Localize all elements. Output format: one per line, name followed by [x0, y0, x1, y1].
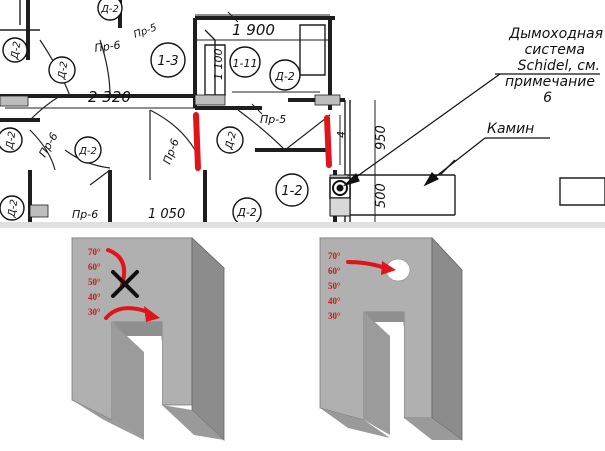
wall-side-face [191, 237, 225, 441]
chimney-callout-line: Schidel, см. [518, 58, 600, 74]
opening-gap [390, 326, 404, 424]
room-marker [269, 59, 301, 91]
temp-label-30: 30° [328, 311, 341, 321]
dimension-lower-vertical: 500 [374, 183, 389, 208]
plan-room-markers [0, 0, 309, 227]
room-label: Д-2 [274, 70, 295, 83]
dimension-bottom-small: 1 050 [148, 207, 185, 222]
wall-diagram-left: 70° 60° 50° 40° 30° [70, 237, 226, 441]
wall-diagram-right: 70° 60° 50° 40° 30° [319, 236, 463, 441]
chimney-symbol [329, 177, 351, 217]
wall-side-face [431, 236, 463, 441]
room-marker [2, 37, 28, 63]
room-label: Д-2 [6, 199, 20, 219]
red-highlight-markers [193, 112, 332, 171]
dimension-right-vertical: 950 [374, 125, 389, 150]
opening-inner-side [112, 322, 144, 440]
chimney-callout-text: Дымоходная система Schidel, см. примечан… [505, 26, 603, 106]
room-label: Д-2 [236, 206, 257, 219]
temp-label-70: 70° [328, 251, 341, 261]
dimension-stub: 4 [335, 131, 348, 138]
partition-label: Пр-6 [72, 208, 98, 221]
room-marker [216, 126, 244, 154]
plan-room-labels: 1-3 1-11 1-2 Д-2 Д-2 Д-2 Д-2 Д-2 Д-2 Д-2… [4, 4, 302, 219]
room-label: 1-11 [233, 57, 258, 70]
chimney-callout-line: Дымоходная [508, 26, 603, 42]
chimney-callout-line: система [525, 42, 585, 58]
airflow-exit-arrow [104, 306, 150, 320]
room-label: Д-2 [224, 130, 239, 151]
dimension-left-small: 1 100 [212, 49, 225, 81]
room-marker [229, 46, 261, 78]
blocked-cross-icon [111, 270, 139, 298]
plan-callouts [342, 73, 600, 187]
floor-plan: 1-3 1-11 1-2 Д-2 Д-2 Д-2 Д-2 Д-2 Д-2 Д-2… [0, 0, 605, 228]
temp-label-50: 50° [328, 281, 341, 291]
room-label: 1-2 [281, 184, 302, 199]
arrowhead-icon [144, 306, 160, 322]
partition-label: Пр-5 [260, 113, 286, 126]
red-marker-right [324, 115, 332, 168]
room-label: Д-2 [56, 61, 70, 81]
dimension-corridor-width: 2 320 [88, 88, 131, 106]
leg-bottom [162, 405, 224, 440]
room-marker [48, 56, 76, 84]
leg-bottom [72, 400, 144, 440]
plan-bottom-edge [0, 222, 605, 228]
opening-lintel [112, 322, 162, 336]
temp-label-60: 60° [328, 266, 341, 276]
temp-label-40: 40° [328, 296, 341, 306]
room-label: Д-2 [9, 41, 23, 61]
room-marker [150, 42, 186, 78]
plan-dimension-labels: 1 900 2 320 1 100 950 500 1 050 4 [88, 21, 389, 222]
leg-bottom [404, 418, 462, 440]
room-marker [74, 136, 102, 164]
fireplace-callout-text: Камин [487, 121, 534, 137]
opening-lintel [364, 312, 404, 322]
room-marker [0, 127, 23, 153]
leg-bottom [320, 408, 390, 438]
room-label: Д-2 [78, 146, 97, 157]
temperature-scale-left: 70° 60° 50° 40° 30° [88, 247, 101, 317]
partition-label: Пр-6 [94, 38, 122, 55]
room-marker [97, 0, 123, 21]
chimney-callout-line: 6 [543, 90, 552, 106]
plan-dimension-lines [5, 11, 400, 222]
room-label: Д-2 [4, 131, 18, 151]
arrowhead-icon [381, 261, 396, 275]
room-marker [0, 195, 25, 221]
temp-label-30: 30° [88, 307, 101, 317]
temp-label-50: 50° [88, 277, 101, 287]
opening-inner-side [364, 312, 390, 435]
temp-label-70: 70° [88, 247, 101, 257]
room-marker [275, 173, 309, 207]
opening-gap [144, 340, 162, 418]
temperature-scale-right: 70° 60° 50° 40° 30° [328, 251, 341, 321]
room-label: 1-3 [157, 54, 178, 69]
red-marker-left [193, 112, 201, 171]
dimension-top-width: 1 900 [232, 21, 275, 39]
temp-label-40: 40° [88, 292, 101, 302]
chimney-callout-line: примечание [505, 74, 595, 90]
temp-label-60: 60° [88, 262, 101, 272]
room-label: Д-2 [100, 4, 119, 15]
